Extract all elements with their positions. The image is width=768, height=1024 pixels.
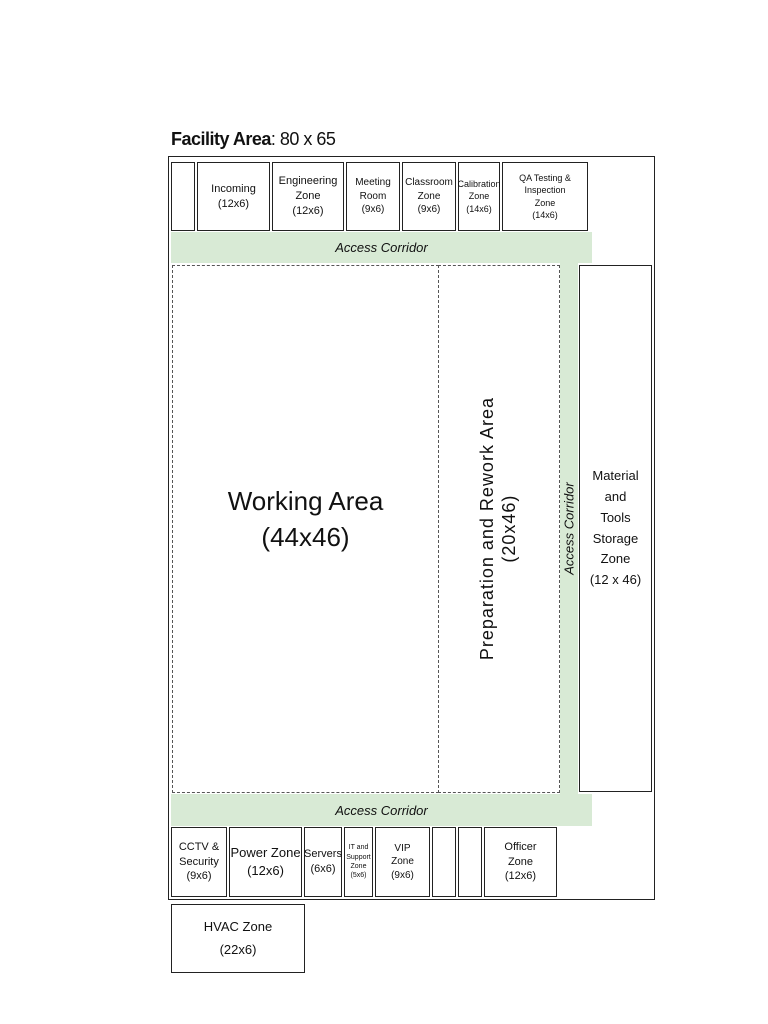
zone-it-support: IT and Support Zone (5x6) — [344, 827, 373, 897]
facility-title-label: Facility Area — [171, 129, 271, 149]
zone-calibration-label: Calibration Zone (14x6) — [457, 179, 501, 214]
zone-meeting-room-label: Meeting Room (9x6) — [355, 177, 391, 216]
zone-power-label: Power Zone (12x6) — [230, 845, 301, 878]
zone-officer: Officer Zone (12x6) — [484, 827, 557, 897]
zone-blank-bottom-1 — [432, 827, 456, 897]
zone-incoming: Incoming (12x6) — [197, 162, 270, 231]
access-corridor-right-label: Access Corridor — [561, 482, 577, 575]
facility-title-value: : 80 x 65 — [270, 129, 336, 149]
facility-title: Facility Area: 80 x 65 — [171, 129, 336, 150]
working-area: Working Area (44x46) — [172, 265, 439, 793]
zone-power: Power Zone (12x6) — [229, 827, 302, 897]
zone-incoming-label: Incoming (12x6) — [211, 182, 256, 210]
zone-servers-label: Servers (6x6) — [304, 848, 342, 875]
zone-cctv-security-label: CCTV & Security (9x6) — [178, 840, 220, 883]
zone-vip-label: VIP Zone (9x6) — [391, 842, 414, 881]
zone-blank-bottom-2 — [458, 827, 482, 897]
storage-zone: Material and Tools Storage Zone (12 x 46… — [579, 265, 652, 792]
zone-it-support-label: IT and Support Zone (5x6) — [346, 844, 371, 880]
access-corridor-top-label: Access Corridor — [335, 240, 428, 255]
zone-meeting-room: Meeting Room (9x6) — [346, 162, 400, 231]
facility-boundary — [168, 156, 655, 900]
access-corridor-bottom: Access Corridor — [171, 794, 592, 826]
zone-qa-testing: QA Testing & Inspection Zone (14x6) — [502, 162, 588, 231]
zone-servers: Servers (6x6) — [304, 827, 342, 897]
zone-blank-top-left — [171, 162, 195, 231]
zone-hvac: HVAC Zone (22x6) — [171, 904, 305, 973]
zone-calibration: Calibration Zone (14x6) — [457, 162, 501, 231]
zone-hvac-label: HVAC Zone (22x6) — [203, 919, 273, 957]
zone-vip: VIP Zone (9x6) — [375, 827, 430, 897]
zone-engineering: Engineering Zone (12x6) — [272, 162, 344, 231]
storage-zone-label: Material and Tools Storage Zone (12 x 46… — [589, 468, 642, 588]
zone-qa-testing-label: QA Testing & Inspection Zone (14x6) — [519, 173, 571, 220]
preparation-rework-area: Preparation and Rework Area (20x46) — [438, 265, 560, 793]
zone-classroom: Classroom Zone (9x6) — [402, 162, 456, 231]
access-corridor-right: Access Corridor — [560, 263, 578, 794]
zone-officer-label: Officer Zone (12x6) — [504, 840, 537, 883]
preparation-rework-label: Preparation and Rework Area (20x46) — [477, 397, 520, 661]
zone-classroom-label: Classroom Zone (9x6) — [405, 177, 453, 216]
access-corridor-top: Access Corridor — [171, 232, 592, 263]
zone-engineering-label: Engineering Zone (12x6) — [278, 175, 338, 217]
zone-cctv-security: CCTV & Security (9x6) — [171, 827, 227, 897]
access-corridor-bottom-label: Access Corridor — [335, 802, 428, 818]
working-area-label: Working Area (44x46) — [227, 485, 384, 552]
